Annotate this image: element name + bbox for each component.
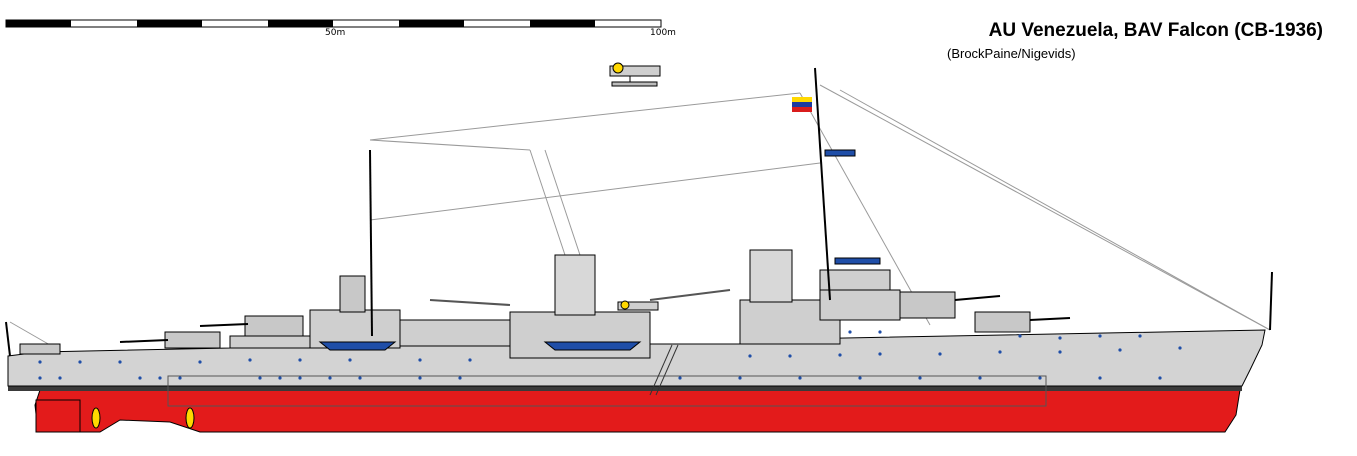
page-title: AU Venezuela, BAV Falcon (CB-1936) xyxy=(988,20,1323,41)
scale-bar xyxy=(5,19,662,28)
scale-label-50m: 50m xyxy=(325,28,346,38)
boats xyxy=(318,149,881,351)
propellers xyxy=(91,407,195,429)
boot-topping xyxy=(8,386,1242,391)
aircraft-crane xyxy=(429,289,731,306)
gun-turrets xyxy=(19,275,1071,355)
seaplane-on-catapult-icon xyxy=(617,300,659,311)
masts xyxy=(5,67,1273,357)
rigging xyxy=(9,84,1271,346)
armor-belt xyxy=(167,375,1047,407)
hull-underwater xyxy=(34,389,1241,433)
funnels xyxy=(554,249,793,316)
seaplane-icon xyxy=(609,62,661,87)
author-credit: (BrockPaine/Nigevids) xyxy=(947,46,1076,61)
portholes xyxy=(38,330,1182,380)
accommodation-ladder xyxy=(649,344,679,396)
rudder xyxy=(35,399,81,433)
venezuela-flag-icon xyxy=(792,97,812,112)
scale-label-100m: 100m xyxy=(650,28,676,38)
